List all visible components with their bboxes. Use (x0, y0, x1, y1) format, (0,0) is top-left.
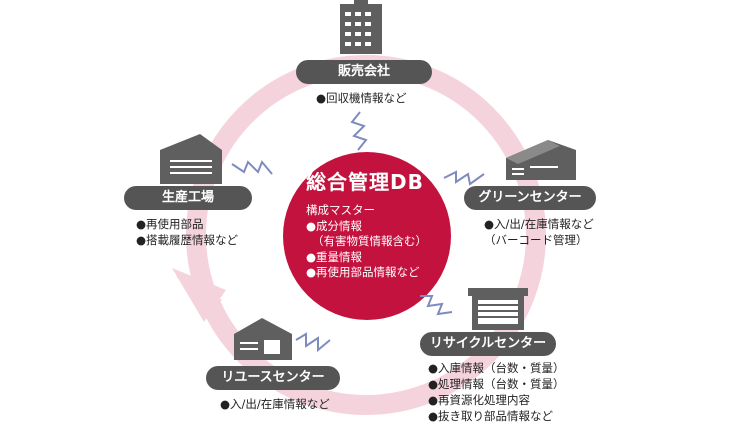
central-db-title: 総合管理DB (306, 170, 424, 194)
signal-recycle (420, 295, 453, 316)
central-db: 総合管理DB 構成マスター ●成分情報 （有害物質情報含む） ●重量情報 ●再使… (292, 166, 442, 281)
central-db-circle (283, 152, 451, 320)
signal-sales (350, 111, 368, 151)
signal-green (443, 170, 485, 186)
info-line: （バーコード管理） (484, 233, 588, 247)
node-info-recycle: ●入庫情報（台数・質量） ●処理情報（台数・質量） ●再資源化処理内容 ●抜き取… (428, 360, 565, 424)
info-line: ●抜き取り部品情報など (428, 409, 554, 423)
central-db-item: ●再使用部品情報など (306, 265, 420, 279)
factory-icon (160, 134, 222, 184)
cycle-arrow-head-2 (172, 268, 226, 322)
node-info-green: ●入/出/在庫情報など （バーコード管理） (484, 216, 594, 248)
node-label-reuse: リユースセンター (206, 366, 340, 390)
info-line: ●搭載履歴情報など (136, 233, 239, 247)
node-info-sales: ●回収機情報など (316, 90, 407, 106)
recycling-plant-icon (468, 288, 528, 330)
info-line: ●入/出/在庫情報など (220, 397, 330, 411)
node-label-sales: 販売会社 (296, 60, 432, 84)
warehouse-icon-reuse (234, 318, 292, 360)
central-db-item: ●成分情報 (306, 218, 363, 233)
info-line: ●再使用部品 (136, 217, 204, 231)
info-line: ●入庫情報（台数・質量） (428, 361, 565, 375)
node-label-factory: 生産工場 (124, 186, 252, 210)
signal-factory (231, 160, 273, 175)
central-db-subtitle: 構成マスター (306, 203, 375, 217)
node-label-recycle: リサイクルセンター (420, 332, 556, 356)
info-line: ●処理情報（台数・質量） (428, 377, 565, 391)
central-db-details: 構成マスター ●成分情報 （有害物質情報含む） ●重量情報 ●再使用部品情報など (306, 203, 442, 281)
signal-reuse (295, 332, 331, 353)
office-building-icon (340, 0, 382, 54)
central-db-item: （有害物質情報含む） (312, 234, 427, 248)
info-line: ●再資源化処理内容 (428, 393, 531, 407)
node-info-reuse: ●入/出/在庫情報など (220, 396, 330, 412)
info-line: ●回収機情報など (316, 91, 407, 105)
node-info-factory: ●再使用部品 ●搭載履歴情報など (136, 216, 238, 248)
node-label-green: グリーンセンター (464, 186, 596, 210)
warehouse-icon-green (506, 140, 576, 180)
central-db-item: ●重量情報 (306, 249, 363, 264)
info-line: ●入/出/在庫情報など (484, 217, 594, 231)
